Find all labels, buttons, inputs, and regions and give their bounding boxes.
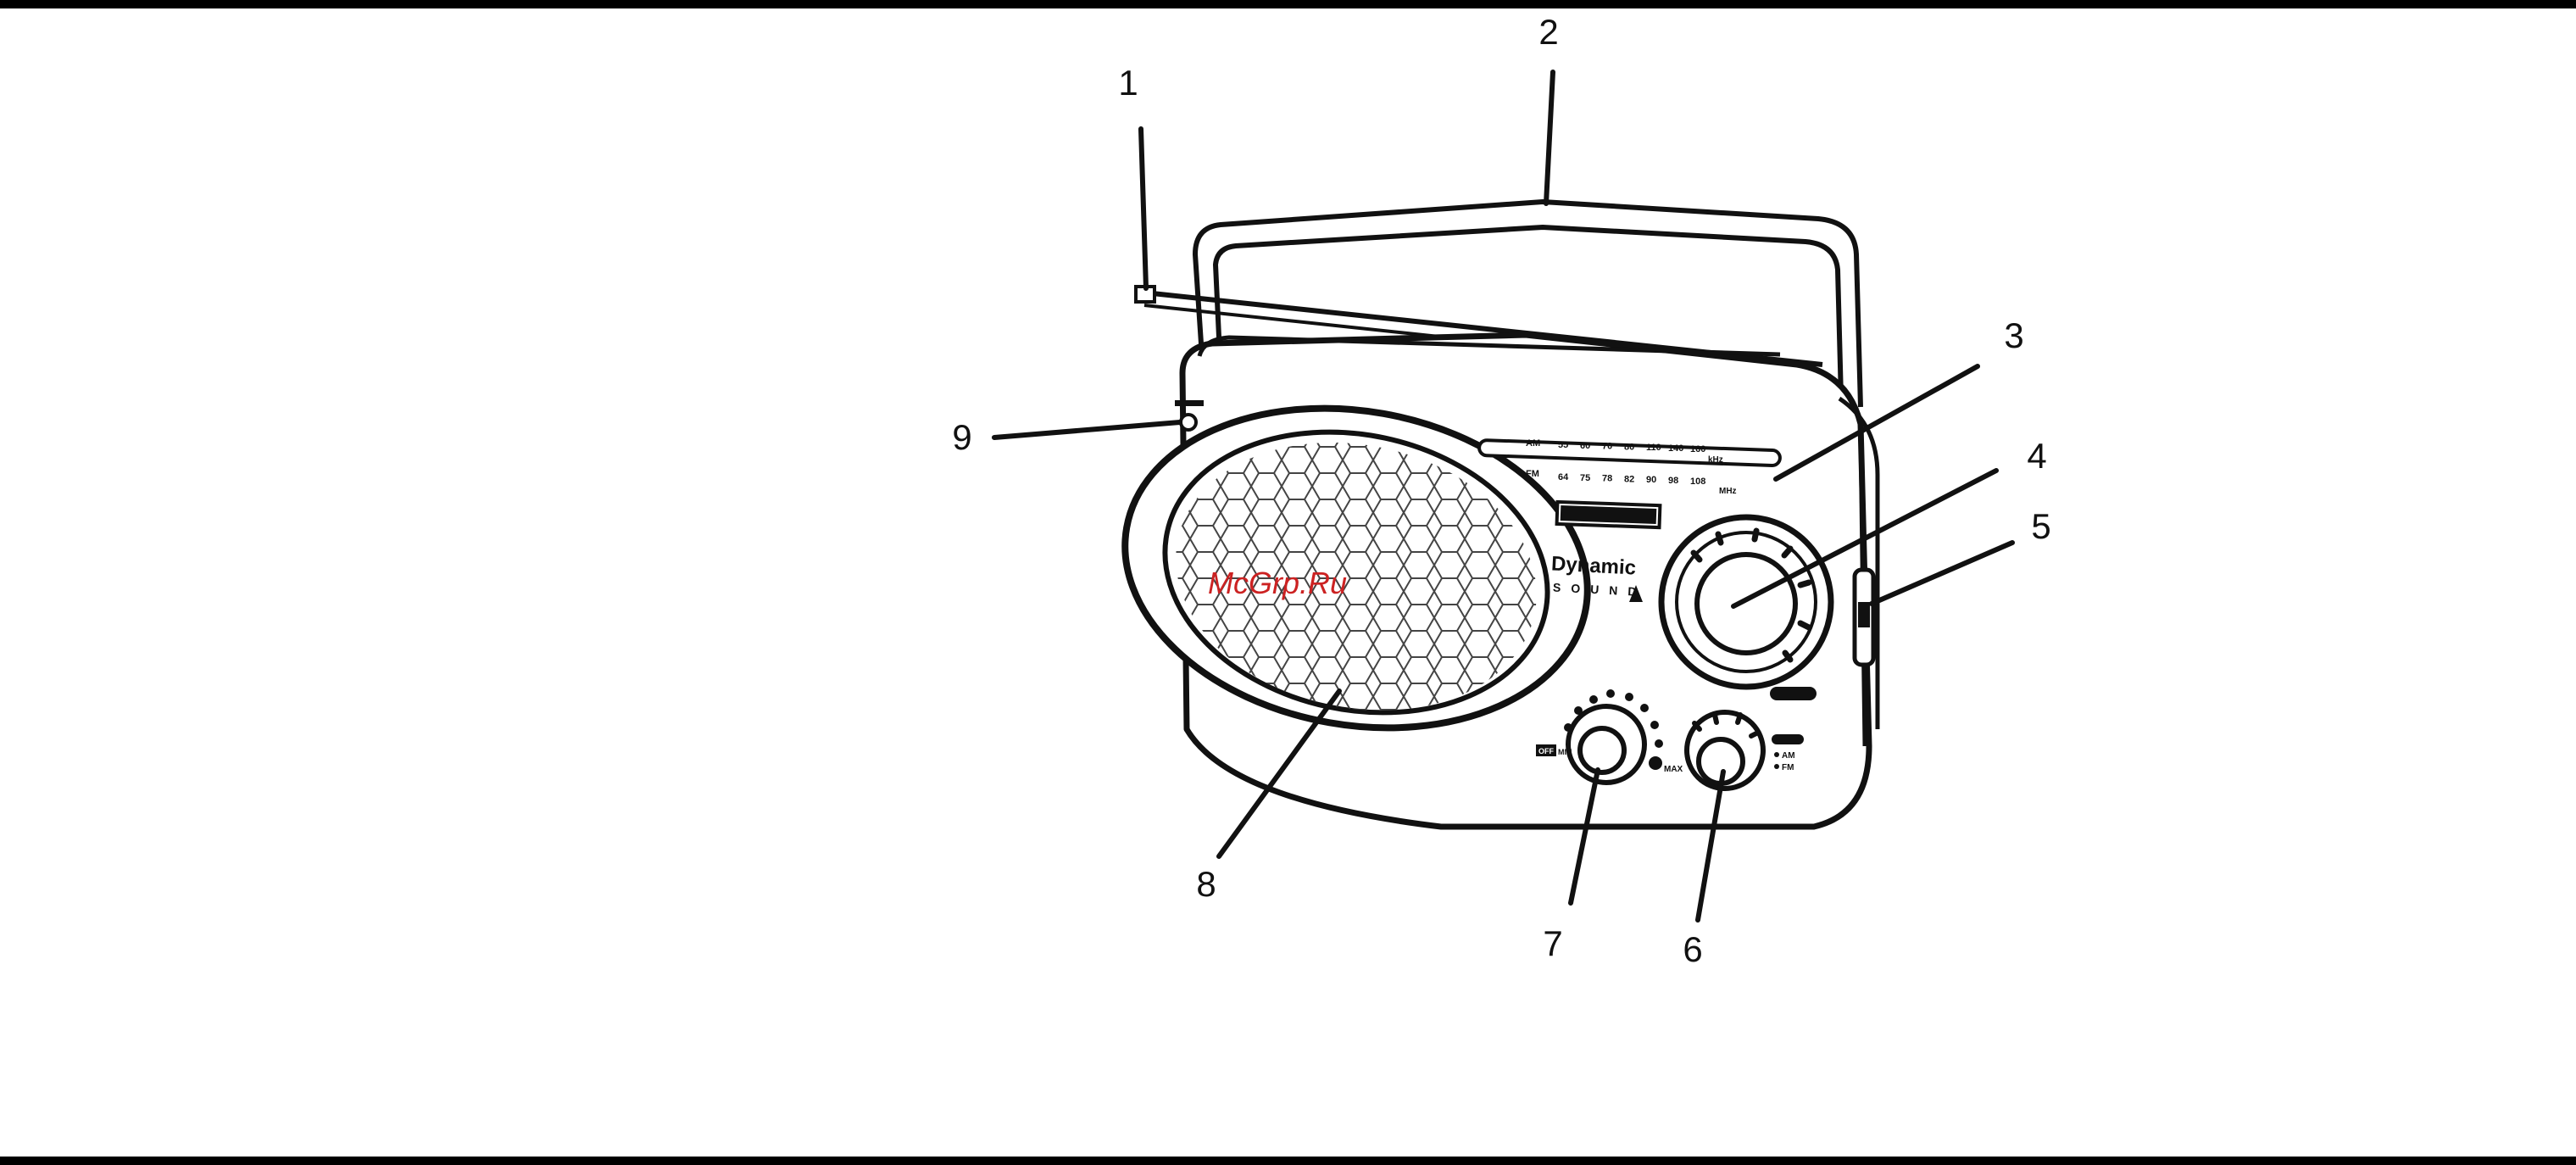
callout-7: 7 (1543, 923, 1562, 963)
fm-tick-label: 64 (1558, 472, 1569, 482)
fm-tick-label: 98 (1668, 476, 1678, 486)
fm-tick-label: 108 (1690, 477, 1705, 487)
callout-4: 4 (2027, 436, 2046, 476)
band-fm-label: FM (1782, 763, 1794, 772)
fm-tick-label: 75 (1580, 473, 1590, 483)
callout-3: 3 (2004, 315, 2023, 355)
dynamic-sound-logo: Dynamic SOUND (1550, 552, 1647, 599)
am-tick-label: 80 (1624, 442, 1634, 452)
fm-tick-label: 90 (1646, 475, 1656, 485)
brand-logo-plate (1555, 500, 1662, 529)
fm-tick-label: 82 (1624, 474, 1634, 484)
am-tick-label: 55 (1558, 440, 1568, 450)
am-tick-label: 110 (1646, 443, 1661, 453)
leader-line-1 (1141, 129, 1146, 288)
am-tick-label: 60 (1580, 441, 1590, 451)
am-tick-label: 140 (1668, 443, 1683, 454)
am-unit-label: kHz (1708, 455, 1723, 465)
callout-5: 5 (2031, 506, 2050, 546)
callout-8: 8 (1196, 864, 1216, 904)
am-band-label: AM (1526, 438, 1540, 449)
side-jack-switch (1855, 570, 1873, 665)
volume-min-label: MIN (1558, 748, 1572, 756)
fm-band-label: FM (1526, 469, 1539, 479)
leader-line-5 (1872, 543, 2012, 604)
volume-off-label: OFF (1538, 747, 1554, 755)
watermark-text: McGrp.Ru (1208, 566, 1347, 600)
am-tick-label: 160 (1690, 444, 1705, 454)
leader-line-2 (1546, 72, 1553, 203)
am-tick-label: 70 (1602, 442, 1612, 452)
callout-2: 2 (1538, 12, 1558, 52)
callout-6: 6 (1683, 929, 1702, 969)
fm-unit-label: MHz (1719, 487, 1737, 496)
band-am-label: AM (1782, 751, 1795, 761)
brand-text: Dynamic (1550, 552, 1636, 579)
fm-tick-label: 78 (1602, 474, 1612, 484)
callout-1: 1 (1118, 63, 1138, 103)
leader-line-9 (994, 422, 1180, 438)
callout-9: 9 (952, 417, 971, 457)
volume-max-label: MAX (1664, 765, 1683, 774)
